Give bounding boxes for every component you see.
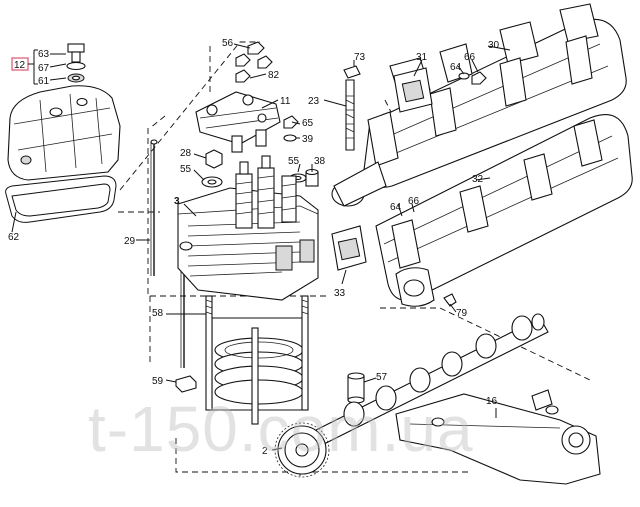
- injector-73: [343, 65, 361, 151]
- callout-23: 23: [308, 96, 320, 107]
- callout-66-top: 66: [464, 52, 476, 63]
- callout-82: 82: [268, 70, 280, 81]
- gasket-33: [331, 225, 367, 271]
- gasket-31: [393, 67, 433, 113]
- callout-64-top: 64: [450, 62, 462, 73]
- callout-63: 63: [38, 49, 50, 60]
- callout-56: 56: [222, 38, 234, 49]
- callout-11: 11: [280, 96, 291, 107]
- callout-2: 2: [262, 446, 268, 457]
- callout-33: 33: [334, 288, 346, 299]
- callout-64-mid: 64: [390, 202, 402, 213]
- callout-55-left: 55: [180, 164, 192, 175]
- callout-16: 16: [486, 396, 498, 407]
- callout-39: 39: [302, 134, 314, 145]
- callout-57: 57: [376, 372, 388, 383]
- callout-79: 79: [456, 308, 468, 319]
- washer-59: [175, 375, 197, 393]
- bolt-79: [443, 293, 457, 307]
- cylinder-studs-58: [205, 295, 309, 425]
- callout-62: 62: [8, 232, 20, 243]
- callout-31: 31: [416, 52, 428, 63]
- callout-61: 61: [38, 76, 50, 87]
- rocker-nuts: [235, 41, 273, 83]
- camshaft: [303, 313, 549, 451]
- callout-32: 32: [472, 174, 484, 185]
- callout-28: 28: [180, 148, 192, 159]
- valve-springs: [235, 155, 297, 229]
- camshaft-gear: [274, 422, 330, 478]
- callout-3: 3: [174, 196, 180, 207]
- callout-59: 59: [152, 376, 164, 387]
- rocker-arm-assembly: [195, 91, 281, 153]
- group-12-bracket: [11, 49, 67, 85]
- nut-28: [205, 149, 223, 169]
- callout-58: 58: [152, 308, 164, 319]
- callout-66-mid: 66: [408, 196, 420, 207]
- callout-30: 30: [488, 40, 500, 51]
- callout-12: 12: [14, 60, 26, 71]
- head-nuts-65-39: [283, 115, 299, 142]
- callout-67: 67: [38, 63, 50, 74]
- callout-73: 73: [354, 52, 366, 63]
- callout-29: 29: [124, 236, 136, 247]
- valve-cover: [7, 85, 121, 181]
- intake-manifold: [375, 114, 633, 307]
- cover-gasket: [5, 175, 117, 233]
- leader-lines: [136, 43, 511, 451]
- callout-65: 65: [302, 118, 314, 129]
- cover-bolt-63: [66, 43, 86, 83]
- tappet-57: [347, 372, 365, 404]
- callout-55-right: 55: [288, 156, 300, 167]
- callout-labels: 12 63 67 61 62 56 82 11 23 73 31 66 64 3…: [8, 38, 500, 457]
- bracket-16: [395, 389, 601, 485]
- cylinder-barrel: [211, 317, 307, 411]
- callout-38: 38: [314, 156, 326, 167]
